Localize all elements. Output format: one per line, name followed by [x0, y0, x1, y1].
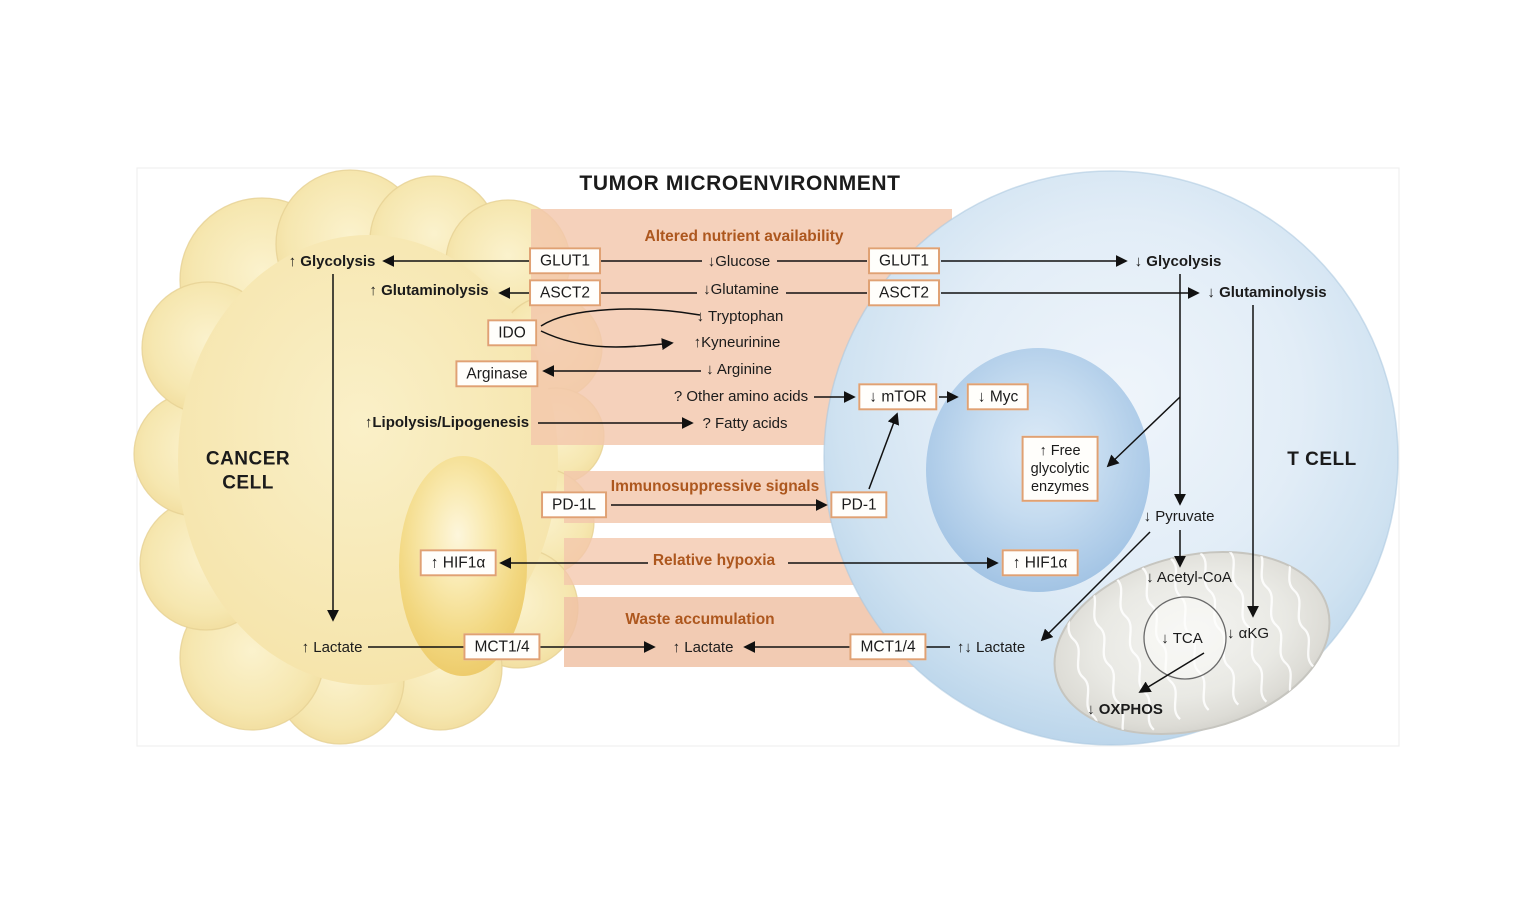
box-arginase: Arginase — [455, 360, 539, 388]
label-glucose: ↓Glucose — [707, 252, 771, 270]
label-tca: ↓ TCA — [1161, 629, 1203, 647]
label-other-amino-acids: ? Other amino acids — [673, 387, 809, 405]
label-glycolysis-cancer: ↑ Glycolysis — [288, 252, 376, 270]
label-fatty-acids: ? Fatty acids — [702, 414, 788, 432]
box-glut1-cancer: GLUT1 — [529, 247, 601, 275]
arrow-pd1-to-mtor — [868, 412, 900, 490]
box-glut1-tcell: GLUT1 — [868, 247, 940, 275]
box-asct2-cancer: ASCT2 — [529, 279, 601, 307]
band-title-immunosuppressive: Immunosuppressive signals — [610, 478, 820, 495]
curve-ido-to-kyneurinine — [540, 330, 674, 351]
label-glycolysis-tcell: ↓ Glycolysis — [1134, 252, 1222, 270]
label-lactate-tme: ↑ Lactate — [672, 638, 734, 656]
label-pyruvate: ↓ Pyruvate — [1143, 507, 1215, 525]
band-title-nutrients: Altered nutrient availability — [644, 228, 844, 245]
label-tryptophan: ↓ Tryptophan — [696, 307, 784, 325]
cancer-cell-label: CANCER CELL — [205, 448, 291, 493]
label-acetyl-coa: ↓ Acetyl-CoA — [1146, 568, 1232, 586]
cancer-cell-body — [133, 169, 605, 745]
box-myc: ↓ Myc — [966, 383, 1030, 411]
box-hif1a-tcell: ↑ HIF1α — [1001, 549, 1079, 577]
label-oxphos: ↓ OXPHOS — [1087, 700, 1163, 718]
box-mct14-tcell: MCT1/4 — [849, 633, 927, 661]
box-pd1l: PD-1L — [541, 491, 607, 519]
arrows — [327, 255, 1259, 693]
label-arginine: ↓ Arginine — [706, 360, 772, 378]
t-cell-label: T CELL — [1287, 449, 1357, 471]
figure-title: TUMOR MICROENVIRONMENT — [579, 172, 901, 195]
band-title-hypoxia: Relative hypoxia — [652, 552, 776, 569]
label-lipolysis-lipogenesis: ↑Lipolysis/Lipogenesis — [364, 413, 530, 431]
box-free-glycolytic-enzymes: ↑ Free glycolytic enzymes — [1021, 435, 1099, 503]
label-lactate-tcell: ↑↓ Lactate — [956, 638, 1026, 656]
box-ido: IDO — [487, 319, 537, 347]
band-title-waste: Waste accumulation — [625, 611, 775, 628]
box-hif1a-cancer: ↑ HIF1α — [419, 549, 497, 577]
label-kyneurinine: ↑Kyneurinine — [693, 333, 781, 351]
label-glutaminolysis-tcell: ↓ Glutaminolysis — [1207, 283, 1327, 301]
box-pd1: PD-1 — [830, 491, 888, 519]
curve-tryptophan-to-ido — [540, 308, 701, 327]
label-glutamine: ↓Glutamine — [703, 280, 779, 298]
arrow-pyruvate-to-lactate-tcell — [1040, 531, 1151, 642]
arrow-glycolysis-to-free-enzymes — [1106, 396, 1181, 468]
box-mtor: ↓ mTOR — [858, 383, 938, 411]
box-mct14-cancer: MCT1/4 — [463, 633, 541, 661]
arrow-tca-to-oxphos — [1138, 652, 1205, 693]
label-akg: ↓ αKG — [1226, 624, 1270, 642]
box-asct2-tcell: ASCT2 — [868, 279, 940, 307]
label-lactate-cancer: ↑ Lactate — [301, 638, 363, 656]
tca-cycle-circle — [1143, 596, 1227, 680]
label-glutaminolysis-cancer: ↑ Glutaminolysis — [369, 281, 489, 299]
